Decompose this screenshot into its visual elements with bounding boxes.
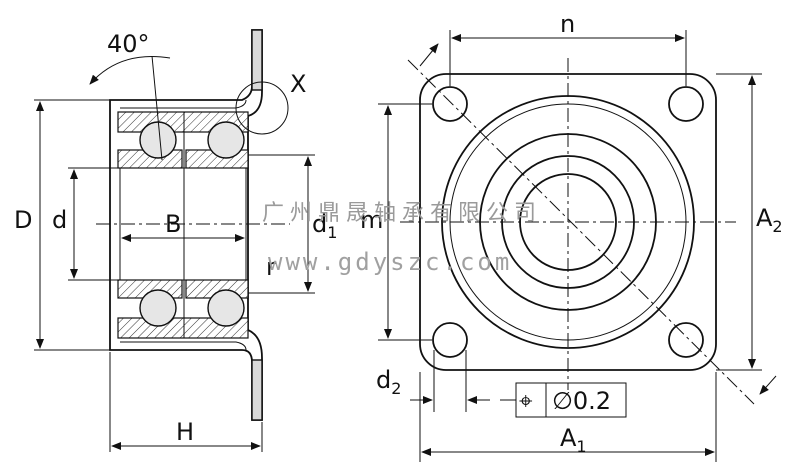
bolt-hole: [432, 322, 468, 358]
watermark-company: 广州鼎晟轴承有限公司: [262, 201, 542, 226]
A1-label: A1: [560, 424, 587, 456]
d2-label: d2: [376, 366, 401, 398]
A2-label: A2: [756, 204, 783, 236]
d-label: d: [52, 206, 67, 234]
section-view: 40° X D d B d1 r H: [14, 29, 337, 452]
r-label: r: [266, 253, 276, 281]
detail-circle: [235, 81, 289, 135]
detail-label: X: [290, 70, 306, 98]
front-view: n m A2 d2 ⌖ ∅0.2 A1: [360, 10, 783, 462]
tolerance-value: ∅0.2: [552, 387, 611, 415]
housing-outline: [109, 29, 263, 421]
ball: [139, 289, 177, 327]
bolt-hole: [668, 322, 704, 358]
d1-label: d1: [312, 210, 337, 242]
tolerance-frame: [515, 382, 627, 418]
ball: [139, 121, 177, 159]
n-label: n: [560, 10, 575, 38]
flange: [251, 29, 263, 91]
position-tolerance-symbol: ⌖: [519, 387, 533, 415]
angle-label: 40°: [107, 30, 150, 58]
H-label: H: [176, 418, 194, 446]
B-label: B: [165, 210, 181, 238]
ball: [207, 289, 245, 327]
bolt-hole: [432, 86, 468, 122]
D-label: D: [14, 206, 32, 234]
m-label: m: [360, 206, 383, 234]
watermark-url: www.gdyszc.com: [268, 248, 512, 276]
flange-lower: [251, 359, 263, 421]
ball: [207, 121, 245, 159]
bolt-hole: [668, 86, 704, 122]
